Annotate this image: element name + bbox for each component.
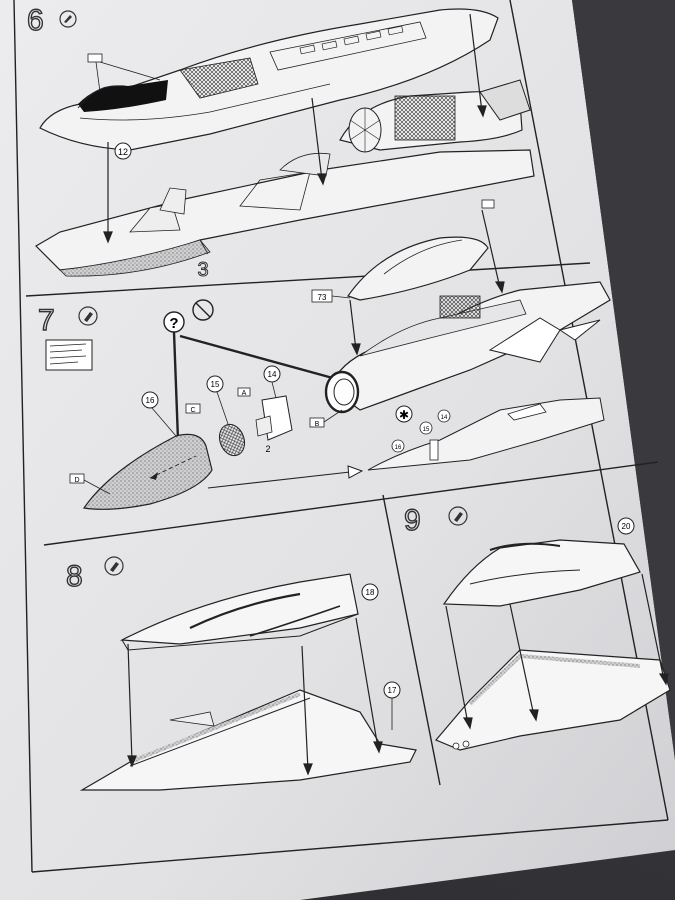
step-7: 7 ? 73 [37,199,611,510]
part-label-18: 18 [366,588,375,597]
step-6: 6 12 [26,3,535,282]
part-label-12: 12 [118,147,128,157]
svg-text:C: C [190,407,195,414]
part-label-3: 3 [197,259,208,281]
divider-7-89 [43,461,659,546]
step-6-number: 6 [27,4,44,37]
svg-text:15: 15 [423,427,430,433]
no-glue-icon [192,299,214,321]
step-8-number: 8 [66,560,83,593]
step-8: 8 18 17 [65,556,417,791]
svg-text:B: B [315,421,320,428]
svg-text:A: A [242,390,247,397]
glue-icon [104,556,124,576]
svg-text:14: 14 [441,415,448,421]
svg-text:?: ? [169,315,178,332]
part-label-2: 2 [265,444,270,454]
part-label-16: 16 [146,396,155,405]
part-label-73: 73 [318,293,327,302]
glue-icon [448,506,468,526]
glue-icon [59,10,77,28]
part-label-20: 20 [622,522,631,531]
part-label-14: 14 [268,370,277,379]
glue-icon [78,306,98,326]
divider-8-9 [382,494,441,786]
svg-text:✱: ✱ [399,408,409,422]
step-9-number: 9 [404,504,421,537]
part-label-15: 15 [211,380,220,389]
svg-text:16: 16 [395,445,402,451]
part-label-17: 17 [388,686,397,695]
svg-text:D: D [74,477,79,484]
step-9: 9 20 [403,503,671,751]
decal-reference-icon [45,339,93,371]
step-7-number: 7 [38,304,55,337]
